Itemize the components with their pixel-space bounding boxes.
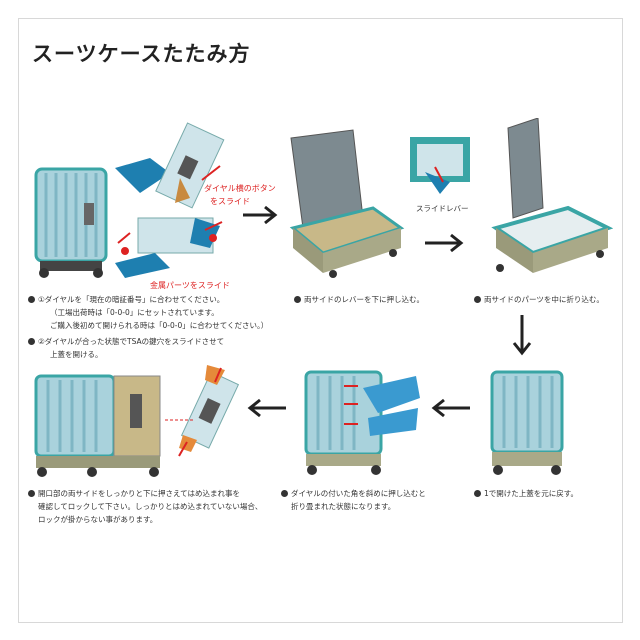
label-metal-slide: 金属パーツをスライド (150, 281, 230, 290)
page-title: スーツケースたたみ方 (32, 42, 251, 66)
step-2-caption: 両サイドのレバーを下に押し込む。 (294, 293, 424, 306)
step-6-note: 確認してロックして下さい。しっかりとはめ込まれていない場合、 (38, 502, 263, 511)
open-suitcase-illustration (289, 129, 405, 278)
dial-button-detail-illustration (115, 122, 225, 278)
step-5-caption: ダイヤルの付いた角を斜めに押し込むと (281, 487, 426, 500)
step-1-1-caption: ①ダイヤルを「現在の暗証番号」に合わせてください。 (28, 293, 224, 306)
step-1-2-caption: ②ダイヤルが合った状態でTSAの鍵穴をスライドさせて (28, 335, 224, 348)
arrow-right-icon (425, 233, 464, 253)
label-slide-lever: スライドレバー (416, 204, 469, 213)
step-number-icon (294, 296, 301, 303)
pushing-corner-illustration (304, 370, 420, 475)
label-button-slide: ダイヤル横のボタン (204, 184, 276, 193)
step-number-icon (474, 296, 481, 303)
step-1-2-note: 上蓋を開ける。 (50, 350, 103, 359)
arrow-left-icon (431, 398, 470, 418)
step-1-1-note: （工場出荷時は「0-0-0」にセットされています。 (50, 308, 219, 317)
step-text: ②ダイヤルが合った状態でTSAの鍵穴をスライドさせて (38, 337, 225, 346)
arrow-right-icon (243, 205, 278, 225)
step-6-note-2: ロックが掛からない事があります。 (38, 515, 158, 524)
step-text: ダイヤルの付いた角を斜めに押し込むと (291, 489, 426, 498)
arrow-down-icon (512, 315, 532, 356)
label-button-slide-2: をスライド (210, 197, 250, 206)
step-text: 開口部の両サイドをしっかりと下に押さえてはめ込まれ事を (38, 489, 240, 498)
step-number-icon (28, 296, 35, 303)
step-text: 両サイドのレバーを下に押し込む。 (304, 295, 424, 304)
step-text: 1で開けた上蓋を元に戻す。 (484, 489, 579, 498)
step-text: 両サイドのパーツを中に折り込む。 (484, 295, 604, 304)
step-3-caption: 両サイドのパーツを中に折り込む。 (474, 293, 604, 306)
closed-suitcase-illustration (34, 167, 108, 278)
step-text: ①ダイヤルを「現在の暗証番号」に合わせてください。 (38, 295, 225, 304)
lock-detail-illustration (165, 365, 240, 457)
frame (18, 18, 623, 623)
slide-lever-detail-illustration (410, 137, 470, 194)
step-6-caption: 開口部の両サイドをしっかりと下に押さえてはめ込まれ事を (28, 487, 240, 500)
lid-closed-suitcase-illustration (490, 370, 564, 475)
step-5-note: 折り畳まれた状態になります。 (291, 502, 396, 511)
arrow-left-icon (247, 398, 286, 418)
step-number-icon (281, 490, 288, 497)
step-number-icon (474, 490, 481, 497)
folded-suitcase-illustration (34, 374, 161, 477)
open-frame-illustration (491, 118, 613, 273)
step-number-icon (28, 490, 35, 497)
step-1-1-note-2: ご購入後初めて開けられる時は「0-0-0」に合わせてください。） (50, 321, 269, 330)
step-number-icon (28, 338, 35, 345)
step-4-caption: 1で開けた上蓋を元に戻す。 (474, 487, 578, 500)
